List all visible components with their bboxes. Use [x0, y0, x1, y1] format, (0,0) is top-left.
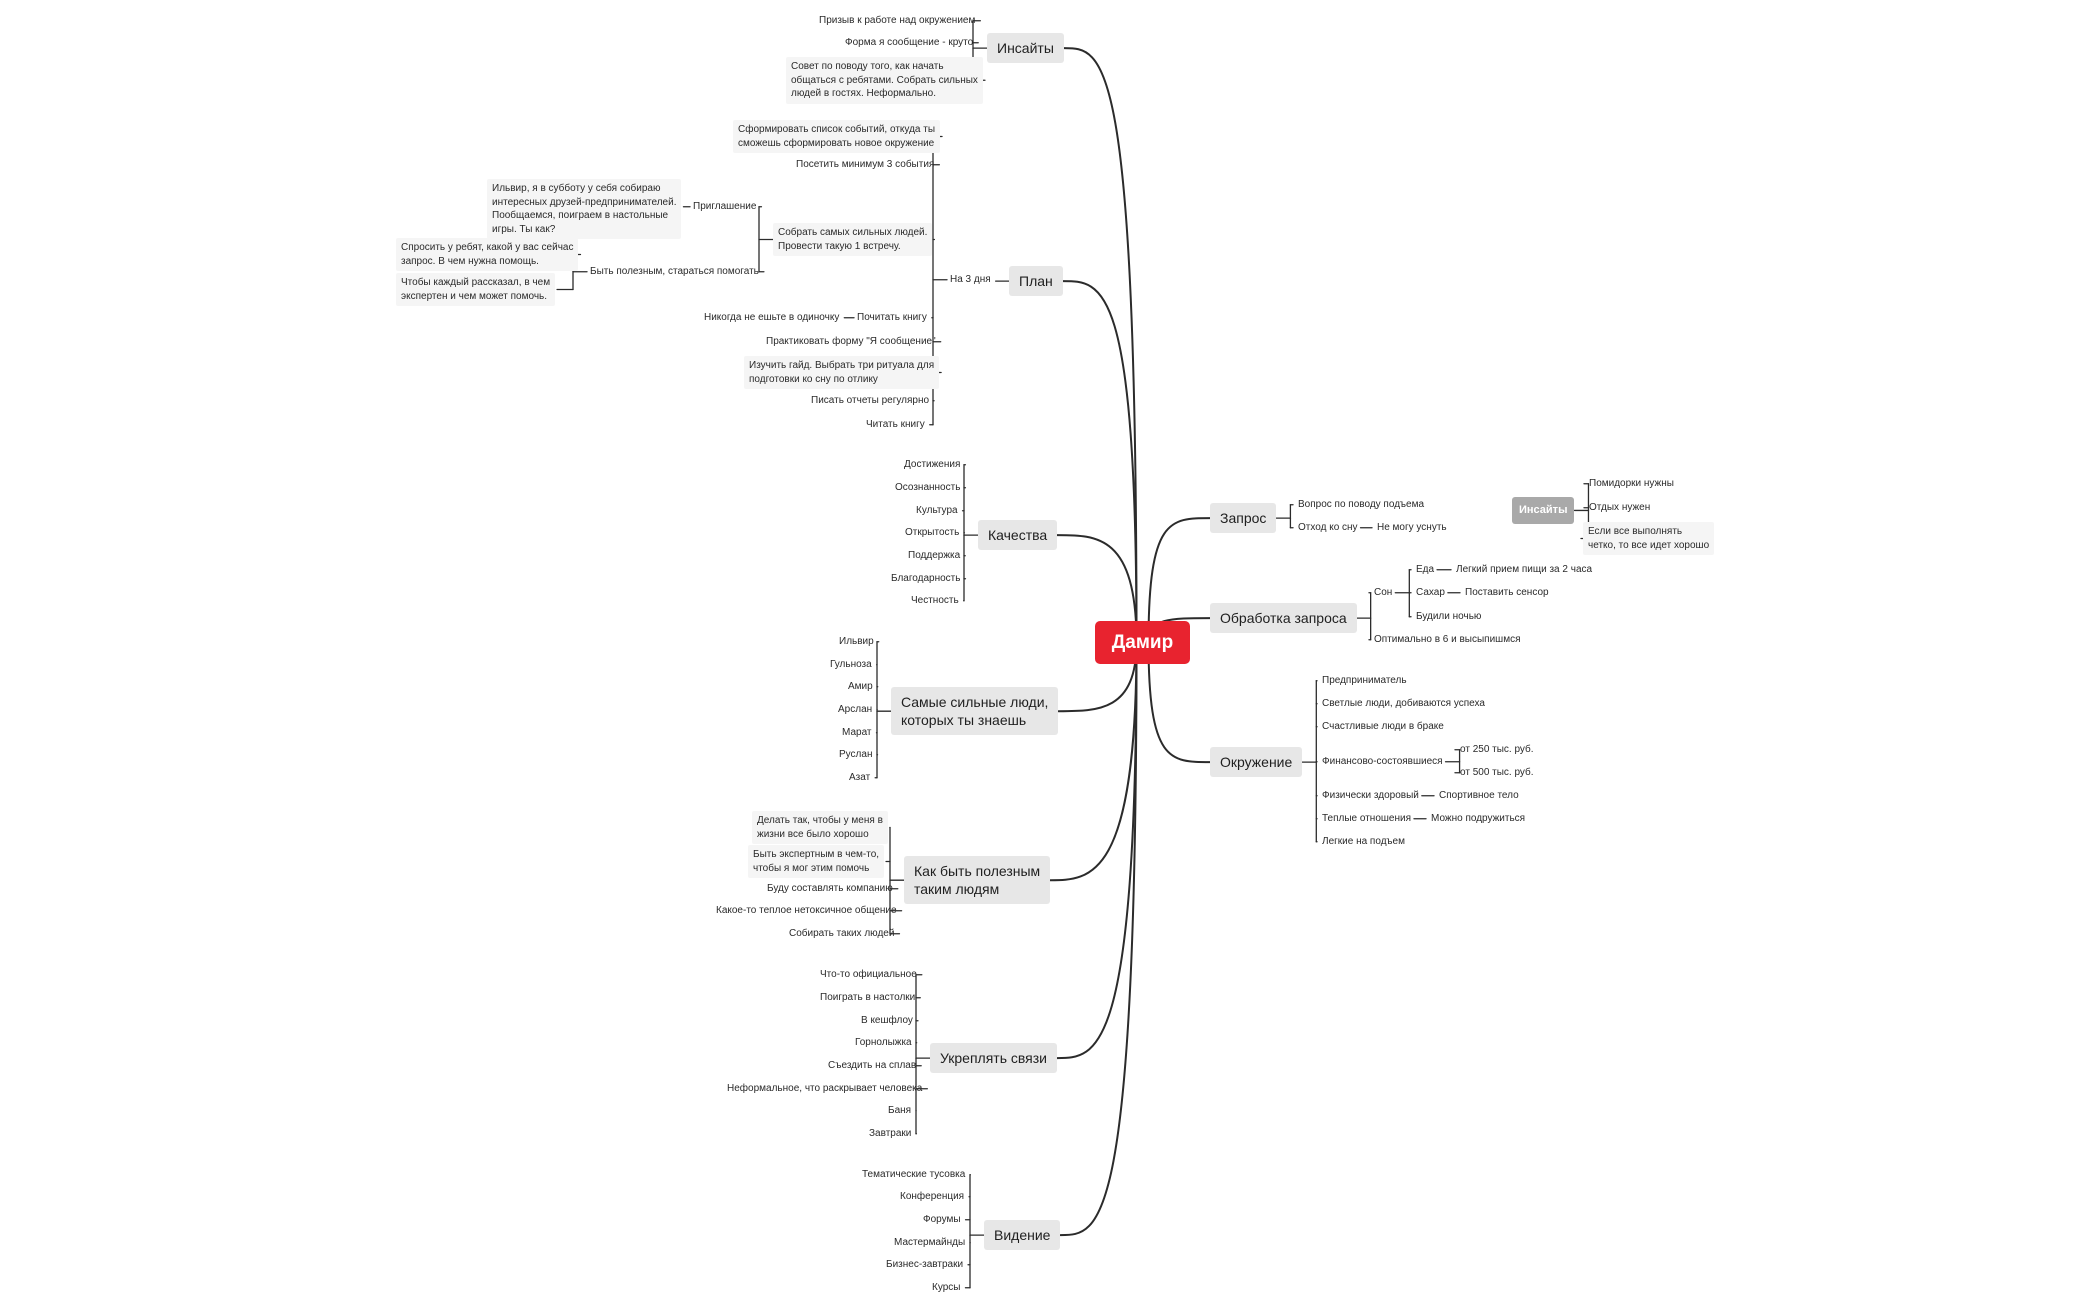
plan-item[interactable]: Почитать книгу: [857, 312, 927, 323]
branch-be-useful[interactable]: Как быть полезным таким людям: [904, 856, 1051, 905]
environment-item[interactable]: Физически здоровый: [1322, 790, 1419, 801]
quality-item[interactable]: Поддержка: [908, 550, 961, 561]
root-branch-link: [1056, 534, 1138, 644]
branch-qualities[interactable]: Качества: [978, 520, 1058, 551]
quality-item[interactable]: Культура: [916, 505, 958, 516]
person-item[interactable]: Гульноза: [830, 659, 872, 670]
processing-subitem[interactable]: Поставить сенсор: [1465, 587, 1549, 598]
plan-item[interactable]: Читать книгу: [866, 419, 925, 430]
request-insights-badge[interactable]: Инсайты: [1512, 497, 1575, 524]
person-item[interactable]: Ильвир: [839, 636, 874, 647]
branch-environment[interactable]: Окружение: [1210, 747, 1303, 778]
environment-item[interactable]: Предприниматель: [1322, 675, 1407, 686]
processing-food[interactable]: Еда: [1416, 564, 1435, 575]
plan-subitem[interactable]: Чтобы каждый рассказал, в чем экспертен …: [396, 273, 556, 306]
plan-subitem[interactable]: Спросить у ребят, какой у вас сейчас зап…: [396, 238, 579, 271]
vision-item[interactable]: Курсы: [932, 1282, 961, 1293]
environment-item[interactable]: Счастливые люди в браке: [1322, 721, 1444, 732]
request-subitem[interactable]: Не могу уснуть: [1377, 522, 1447, 533]
vision-item[interactable]: Мастермайнды: [894, 1237, 966, 1248]
request-insight-item[interactable]: Отдых нужен: [1589, 502, 1651, 513]
environment-item[interactable]: Финансово-состоявшиеся: [1322, 756, 1443, 767]
quality-item[interactable]: Открытость: [905, 527, 960, 538]
processing-optimal[interactable]: Оптимально в 6 и высыпишмся: [1374, 634, 1521, 645]
request-item[interactable]: Отход ко сну: [1298, 522, 1358, 533]
branch-insights[interactable]: Инсайты: [987, 33, 1064, 64]
quality-item[interactable]: Честность: [911, 595, 959, 606]
bond-item[interactable]: Поиграть в настолки: [820, 992, 916, 1003]
bond-item[interactable]: Горнолыжка: [855, 1037, 912, 1048]
processing-subitem[interactable]: Легкий прием пищи за 2 часа: [1456, 564, 1593, 575]
plan-item[interactable]: Практиковать форму "Я сообщение": [766, 336, 936, 347]
quality-item[interactable]: Достижения: [904, 459, 961, 470]
environment-item[interactable]: Теплые отношения: [1322, 813, 1411, 824]
bond-item[interactable]: В кешфлоу: [861, 1015, 913, 1026]
invitation-text[interactable]: Ильвир, я в субботу у себя собираю интер…: [487, 179, 682, 239]
plan-item[interactable]: Писать отчеты регулярно: [811, 395, 930, 406]
plan-item[interactable]: Изучить гайд. Выбрать три ритуала для по…: [744, 356, 940, 389]
useful-item[interactable]: Какое-то теплое нетоксичное общение: [716, 905, 897, 916]
environment-subitem[interactable]: Можно подружиться: [1431, 813, 1526, 824]
person-item[interactable]: Амир: [848, 681, 873, 692]
root-branch-link: [1062, 47, 1138, 644]
vision-item[interactable]: Тематические тусовка: [862, 1169, 966, 1180]
environment-subitem[interactable]: от 250 тыс. руб.: [1460, 744, 1534, 755]
processing-woken[interactable]: Будили ночью: [1416, 611, 1482, 622]
bond-item[interactable]: Завтраки: [869, 1128, 912, 1139]
branch-strongest-people[interactable]: Самые сильные люди, которых ты знаешь: [891, 687, 1059, 736]
plan-item[interactable]: Собрать самых сильных людей. Провести та…: [773, 223, 933, 256]
environment-item[interactable]: Светлые люди, добиваются успеха: [1322, 698, 1485, 709]
plan-invitation[interactable]: Приглашение: [693, 201, 757, 212]
useful-item[interactable]: Делать так, чтобы у меня в жизни все был…: [752, 811, 888, 844]
root-branch-link: [1056, 641, 1138, 1060]
processing-sleep[interactable]: Сон: [1374, 587, 1393, 598]
branch-request-processing[interactable]: Обработка запроса: [1210, 603, 1357, 634]
insight-item[interactable]: Совет по поводу того, как начать общатьс…: [786, 57, 983, 104]
request-insight-item[interactable]: Если все выполнять четко, то все идет хо…: [1583, 522, 1715, 555]
person-item[interactable]: Руслан: [839, 749, 873, 760]
plan-subitem[interactable]: Никогда не ешьте в одиночку: [704, 312, 840, 323]
bond-item[interactable]: Съездить на сплав: [828, 1060, 917, 1071]
person-item[interactable]: Азат: [849, 772, 871, 783]
plan-item[interactable]: Посетить минимум 3 события: [796, 159, 935, 170]
root-branch-link: [1147, 517, 1211, 644]
person-item[interactable]: Арслан: [838, 704, 873, 715]
person-item[interactable]: Марат: [842, 727, 872, 738]
useful-item[interactable]: Собирать таких людей: [789, 928, 895, 939]
processing-sugar[interactable]: Сахар: [1416, 587, 1445, 598]
root-branch-link: [1061, 280, 1138, 644]
branch-vision[interactable]: Видение: [984, 1220, 1061, 1251]
branch-strengthen-bonds[interactable]: Укреплять связи: [930, 1043, 1057, 1074]
root-branch-link: [1147, 641, 1211, 764]
environment-subitem[interactable]: Спортивное тело: [1439, 790, 1519, 801]
root-node[interactable]: Дамир: [1095, 621, 1190, 664]
bond-item[interactable]: Баня: [888, 1105, 912, 1116]
environment-item[interactable]: Легкие на подъем: [1322, 836, 1405, 847]
vision-item[interactable]: Конференция: [900, 1191, 965, 1202]
branch-plan[interactable]: План: [1009, 266, 1063, 297]
branch-request[interactable]: Запрос: [1210, 503, 1277, 534]
quality-item[interactable]: Осознанность: [895, 482, 961, 493]
insight-item[interactable]: Форма я сообщение - круто: [845, 37, 974, 48]
plan-item[interactable]: Быть полезным, стараться помогать: [590, 266, 759, 277]
useful-item[interactable]: Буду составлять компанию: [767, 883, 893, 894]
request-item[interactable]: Вопрос по поводу подъема: [1298, 499, 1425, 510]
plan-period[interactable]: На 3 дня: [950, 274, 991, 285]
root-branch-link: [1049, 641, 1138, 882]
bond-item[interactable]: Неформальное, что раскрывает человека: [727, 1083, 923, 1094]
vision-item[interactable]: Форумы: [923, 1214, 961, 1225]
bond-item[interactable]: Что-то официальное: [820, 969, 917, 980]
request-insight-item[interactable]: Помидорки нужны: [1589, 478, 1674, 489]
environment-subitem[interactable]: от 500 тыс. руб.: [1460, 767, 1534, 778]
root-branch-link: [1059, 641, 1138, 1237]
insight-item[interactable]: Призыв к работе над окружением: [819, 15, 976, 26]
vision-item[interactable]: Бизнес-завтраки: [886, 1259, 964, 1270]
quality-item[interactable]: Благодарность: [891, 573, 961, 584]
useful-item[interactable]: Быть экспертным в чем-то, чтобы я мог эт…: [748, 845, 885, 878]
plan-item[interactable]: Сформировать список событий, откуда ты с…: [733, 120, 941, 153]
